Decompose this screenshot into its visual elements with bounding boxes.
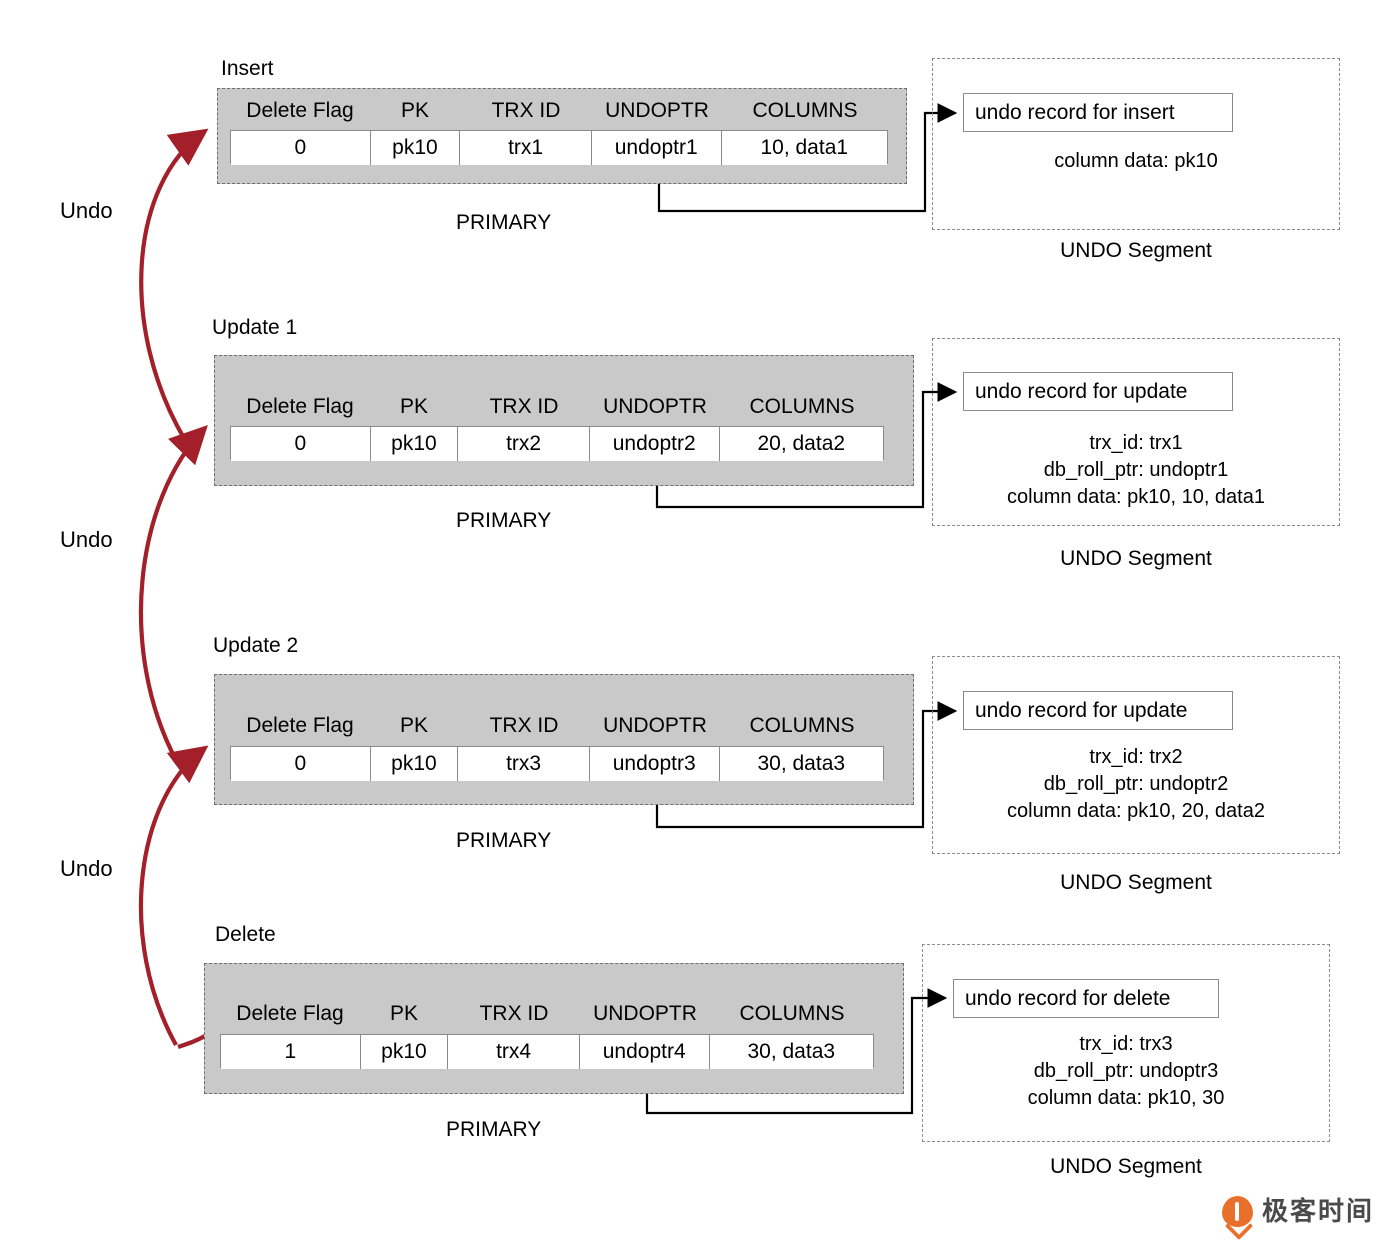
undo-label-3: Undo bbox=[60, 856, 113, 881]
record-row-update-2: 0 pk10 trx3 undoptr3 30, data3 bbox=[230, 746, 884, 781]
undo-field: trx_id: trx1 bbox=[1089, 432, 1183, 454]
undo-arrow-2 bbox=[138, 424, 208, 761]
cell-delete-flag: 0 bbox=[231, 747, 371, 781]
column-header-row-update-1: Delete Flag PK TRX ID UNDOPTR COLUMNS bbox=[230, 396, 884, 417]
undo-arrow-tail-delete bbox=[177, 1034, 207, 1049]
block-title-update-1: Update 1 bbox=[212, 316, 298, 339]
record-gray-box-delete bbox=[204, 963, 904, 1094]
cell-columns: 30, data3 bbox=[719, 747, 884, 781]
undo-segment-box-update-1 bbox=[932, 338, 1340, 526]
primary-label-update-2: PRIMARY bbox=[456, 829, 552, 852]
undo-label-1: Undo bbox=[60, 198, 113, 223]
block-title-update-2: Update 2 bbox=[213, 634, 299, 657]
undo-field: db_roll_ptr: undoptr2 bbox=[1043, 773, 1229, 795]
undo-arrow-1 bbox=[139, 128, 209, 442]
col-header-columns: COLUMNS bbox=[749, 395, 855, 418]
cell-delete-flag: 0 bbox=[231, 131, 371, 165]
col-header-delete-flag: Delete Flag bbox=[246, 395, 354, 418]
record-gray-box-update-2 bbox=[214, 674, 914, 805]
cell-columns: 30, data3 bbox=[709, 1035, 874, 1069]
col-header-delete-flag: Delete Flag bbox=[246, 99, 354, 122]
col-header-delete-flag: Delete Flag bbox=[246, 714, 354, 737]
undo-record-title-insert: undo record for insert bbox=[963, 93, 1233, 132]
col-header-columns: COLUMNS bbox=[739, 1002, 845, 1025]
cell-trx-id: trx2 bbox=[458, 427, 590, 461]
cell-undoptr: undoptr1 bbox=[591, 131, 722, 165]
undo-arrow-3 bbox=[138, 745, 209, 1047]
undo-field: column data: pk10 bbox=[1054, 150, 1218, 172]
col-header-undoptr: UNDOPTR bbox=[605, 99, 709, 122]
primary-label-update-1: PRIMARY bbox=[456, 509, 552, 532]
undo-record-title-update-2: undo record for update bbox=[963, 691, 1233, 730]
undo-field: column data: pk10, 20, data2 bbox=[1007, 800, 1265, 822]
column-header-row-delete: Delete Flag PK TRX ID UNDOPTR COLUMNS bbox=[220, 1003, 874, 1024]
undo-record-fields-update-2: trx_id: trx2 db_roll_ptr: undoptr2 colum… bbox=[932, 744, 1340, 825]
undo-segment-box-insert bbox=[932, 58, 1340, 230]
segment-label-update-2: UNDO Segment bbox=[1060, 871, 1212, 894]
undo-field: column data: pk10, 10, data1 bbox=[1007, 486, 1265, 508]
cell-trx-id: trx4 bbox=[448, 1035, 580, 1069]
undo-record-fields-update-1: trx_id: trx1 db_roll_ptr: undoptr1 colum… bbox=[932, 430, 1340, 511]
cell-pk: pk10 bbox=[370, 747, 459, 781]
cell-pk: pk10 bbox=[360, 1035, 449, 1069]
col-header-pk: PK bbox=[399, 395, 428, 418]
cell-columns: 20, data2 bbox=[719, 427, 884, 461]
cell-trx-id: trx1 bbox=[460, 131, 592, 165]
record-row-delete: 1 pk10 trx4 undoptr4 30, data3 bbox=[220, 1034, 874, 1069]
cell-columns: 10, data1 bbox=[721, 131, 888, 165]
col-header-undoptr: UNDOPTR bbox=[603, 714, 707, 737]
undo-field: db_roll_ptr: undoptr3 bbox=[1033, 1060, 1219, 1082]
undo-field: trx_id: trx3 bbox=[1079, 1033, 1173, 1055]
block-title-delete: Delete bbox=[215, 923, 276, 946]
col-header-undoptr: UNDOPTR bbox=[593, 1002, 697, 1025]
cell-delete-flag: 0 bbox=[231, 427, 371, 461]
undo-segment-box-delete bbox=[922, 944, 1330, 1142]
cell-undoptr: undoptr4 bbox=[579, 1035, 710, 1069]
block-title-insert: Insert bbox=[221, 57, 274, 80]
record-gray-box-update-1 bbox=[214, 355, 914, 486]
undo-record-fields-delete: trx_id: trx3 db_roll_ptr: undoptr3 colum… bbox=[922, 1031, 1330, 1112]
record-row-update-1: 0 pk10 trx2 undoptr2 20, data2 bbox=[230, 426, 884, 461]
undo-field: trx_id: trx2 bbox=[1089, 746, 1183, 768]
geektime-wordmark: 极客时间 bbox=[1262, 1196, 1375, 1227]
col-header-delete-flag: Delete Flag bbox=[236, 1002, 344, 1025]
undo-field: column data: pk10, 30 bbox=[1027, 1087, 1225, 1109]
cell-trx-id: trx3 bbox=[458, 747, 590, 781]
undo-segment-box-update-2 bbox=[932, 656, 1340, 854]
col-header-trx-id: TRX ID bbox=[489, 714, 559, 737]
col-header-undoptr: UNDOPTR bbox=[603, 395, 707, 418]
primary-label-insert: PRIMARY bbox=[456, 211, 552, 234]
cell-undoptr: undoptr3 bbox=[589, 747, 720, 781]
segment-label-delete: UNDO Segment bbox=[1050, 1155, 1202, 1178]
geektime-logo: 极客时间 bbox=[1222, 1196, 1374, 1227]
segment-label-insert: UNDO Segment bbox=[1060, 239, 1212, 262]
geektime-mark-icon bbox=[1222, 1196, 1253, 1227]
primary-label-delete: PRIMARY bbox=[446, 1118, 542, 1141]
col-header-pk: PK bbox=[389, 1002, 418, 1025]
cell-delete-flag: 1 bbox=[221, 1035, 361, 1069]
col-header-trx-id: TRX ID bbox=[489, 395, 559, 418]
col-header-columns: COLUMNS bbox=[749, 714, 855, 737]
undo-field: db_roll_ptr: undoptr1 bbox=[1043, 459, 1229, 481]
cell-pk: pk10 bbox=[370, 131, 461, 165]
column-header-row-update-2: Delete Flag PK TRX ID UNDOPTR COLUMNS bbox=[230, 715, 884, 736]
col-header-trx-id: TRX ID bbox=[491, 99, 561, 122]
col-header-pk: PK bbox=[400, 99, 429, 122]
col-header-pk: PK bbox=[399, 714, 428, 737]
undo-record-title-delete: undo record for delete bbox=[953, 979, 1219, 1018]
record-row-insert: 0 pk10 trx1 undoptr1 10, data1 bbox=[230, 130, 888, 165]
col-header-trx-id: TRX ID bbox=[479, 1002, 549, 1025]
segment-label-update-1: UNDO Segment bbox=[1060, 547, 1212, 570]
cell-pk: pk10 bbox=[370, 427, 459, 461]
undo-record-fields-insert: column data: pk10 bbox=[932, 148, 1340, 175]
undo-label-2: Undo bbox=[60, 527, 113, 552]
column-header-row-insert: Delete Flag PK TRX ID UNDOPTR COLUMNS bbox=[230, 100, 888, 121]
col-header-columns: COLUMNS bbox=[752, 99, 858, 122]
cell-undoptr: undoptr2 bbox=[589, 427, 720, 461]
undo-record-title-update-1: undo record for update bbox=[963, 372, 1233, 411]
